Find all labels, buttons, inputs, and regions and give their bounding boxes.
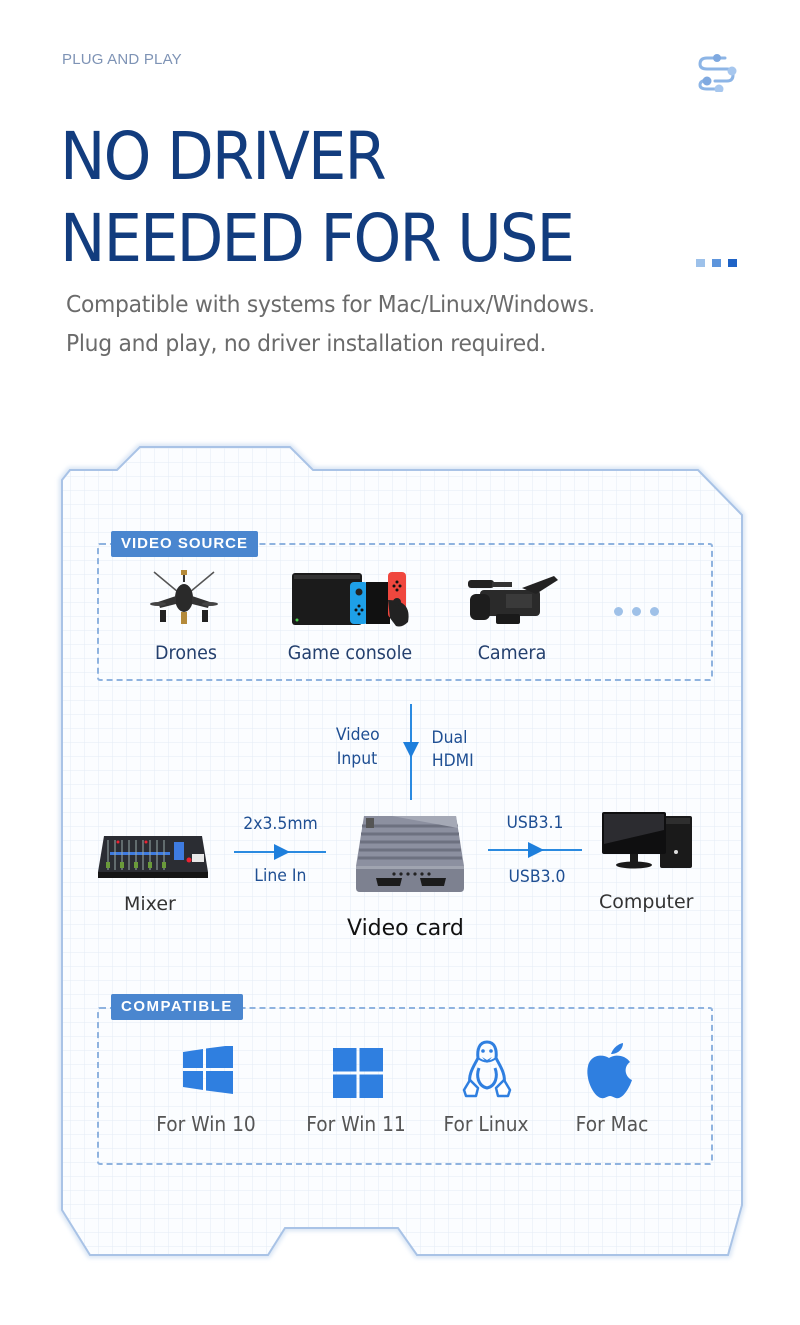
source-label-game-console: Game console — [287, 642, 413, 664]
usb-label-top: USB3.1 — [506, 813, 564, 833]
source-label-drones: Drones — [155, 642, 217, 664]
os-label-win11: For Win 11 — [306, 1112, 406, 1136]
os-label-win10: For Win 10 — [156, 1112, 256, 1136]
circuit-lines-icon — [698, 54, 737, 92]
game-console-icon — [292, 572, 409, 627]
video-input-arrow — [403, 704, 419, 800]
drone-icon — [150, 570, 218, 624]
decor-square — [712, 259, 721, 267]
audio-label-bottom: Line In — [254, 866, 307, 886]
linux-tux-icon — [462, 1040, 512, 1098]
compatible-tag: COMPATIBLE — [111, 994, 243, 1020]
computer-icon — [602, 812, 692, 869]
dual-hdmi-label-2: HDMI — [431, 751, 474, 771]
video-card-label: Video card — [347, 916, 464, 941]
apple-icon — [587, 1043, 632, 1099]
mixer-icon — [98, 836, 208, 878]
decor-square — [696, 259, 705, 267]
line-in-arrow — [234, 844, 326, 860]
decor-square — [728, 259, 737, 267]
video-capture-card-icon — [356, 816, 464, 892]
camcorder-icon — [468, 576, 558, 624]
kicker-label: PLUG AND PLAY — [62, 51, 182, 68]
usb-arrow — [488, 842, 582, 858]
source-label-camera: Camera — [477, 642, 547, 664]
video-source-box — [97, 543, 713, 681]
title-line-2: NEEDED FOR USE — [60, 200, 575, 277]
mixer-label: Mixer — [124, 893, 176, 915]
os-label-mac: For Mac — [575, 1112, 649, 1136]
subtitle-line-2: Plug and play, no driver installation re… — [66, 331, 547, 357]
video-input-label-2: Input — [336, 749, 378, 769]
compatible-box — [97, 1007, 713, 1165]
windows-10-icon — [183, 1046, 233, 1094]
audio-label-top: 2x3.5mm — [243, 814, 318, 834]
os-label-linux: For Linux — [443, 1112, 529, 1136]
subtitle-line-1: Compatible with systems for Mac/Linux/Wi… — [66, 292, 595, 318]
usb-label-bottom: USB3.0 — [508, 867, 566, 887]
windows-11-icon — [333, 1048, 383, 1098]
title-line-1: NO DRIVER — [60, 118, 387, 195]
ellipsis-icon — [614, 603, 668, 621]
decor-squares — [696, 259, 737, 267]
computer-label: Computer — [599, 891, 694, 913]
video-input-label-1: Video — [335, 725, 380, 745]
video-source-tag: VIDEO SOURCE — [111, 531, 259, 557]
dual-hdmi-label-1: Dual — [431, 728, 468, 748]
